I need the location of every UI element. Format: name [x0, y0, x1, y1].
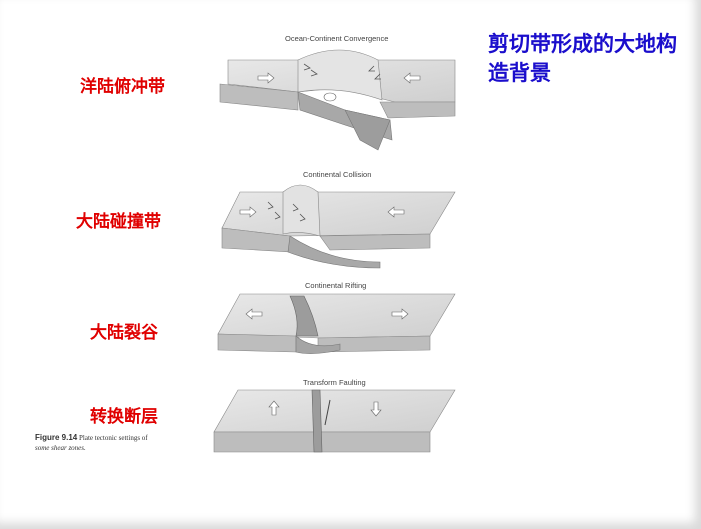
continental-rifting-diagram: [217, 293, 456, 354]
figure-caption: Figure 9.14 Plate tectonic settings of s…: [35, 433, 225, 453]
ocean-continent-diagram: [219, 49, 456, 151]
figure-number: Figure 9.14: [35, 433, 78, 442]
panel-title-transform: Transform Faulting: [303, 378, 366, 387]
continental-collision-diagram: [221, 184, 456, 269]
transform-faulting-diagram: [213, 389, 456, 453]
label-continental-collision: 大陆碰撞带: [76, 212, 161, 232]
panel-title-collision: Continental Collision: [303, 170, 372, 179]
figure-caption-line2: some shear zones.: [35, 444, 86, 452]
label-transform-fault: 转换断层: [90, 407, 158, 427]
slide-title: 剪切带形成的大地构造背景: [488, 32, 677, 85]
label-continental-rift: 大陆裂谷: [90, 323, 158, 343]
panel-title-rifting: Continental Rifting: [305, 281, 367, 290]
figure-caption-line1: Plate tectonic settings of: [79, 434, 148, 442]
panel-title-ocean-continent: Ocean-Continent Convergence: [285, 34, 389, 43]
label-ocean-continent-subduction: 洋陆俯冲带: [80, 77, 165, 97]
